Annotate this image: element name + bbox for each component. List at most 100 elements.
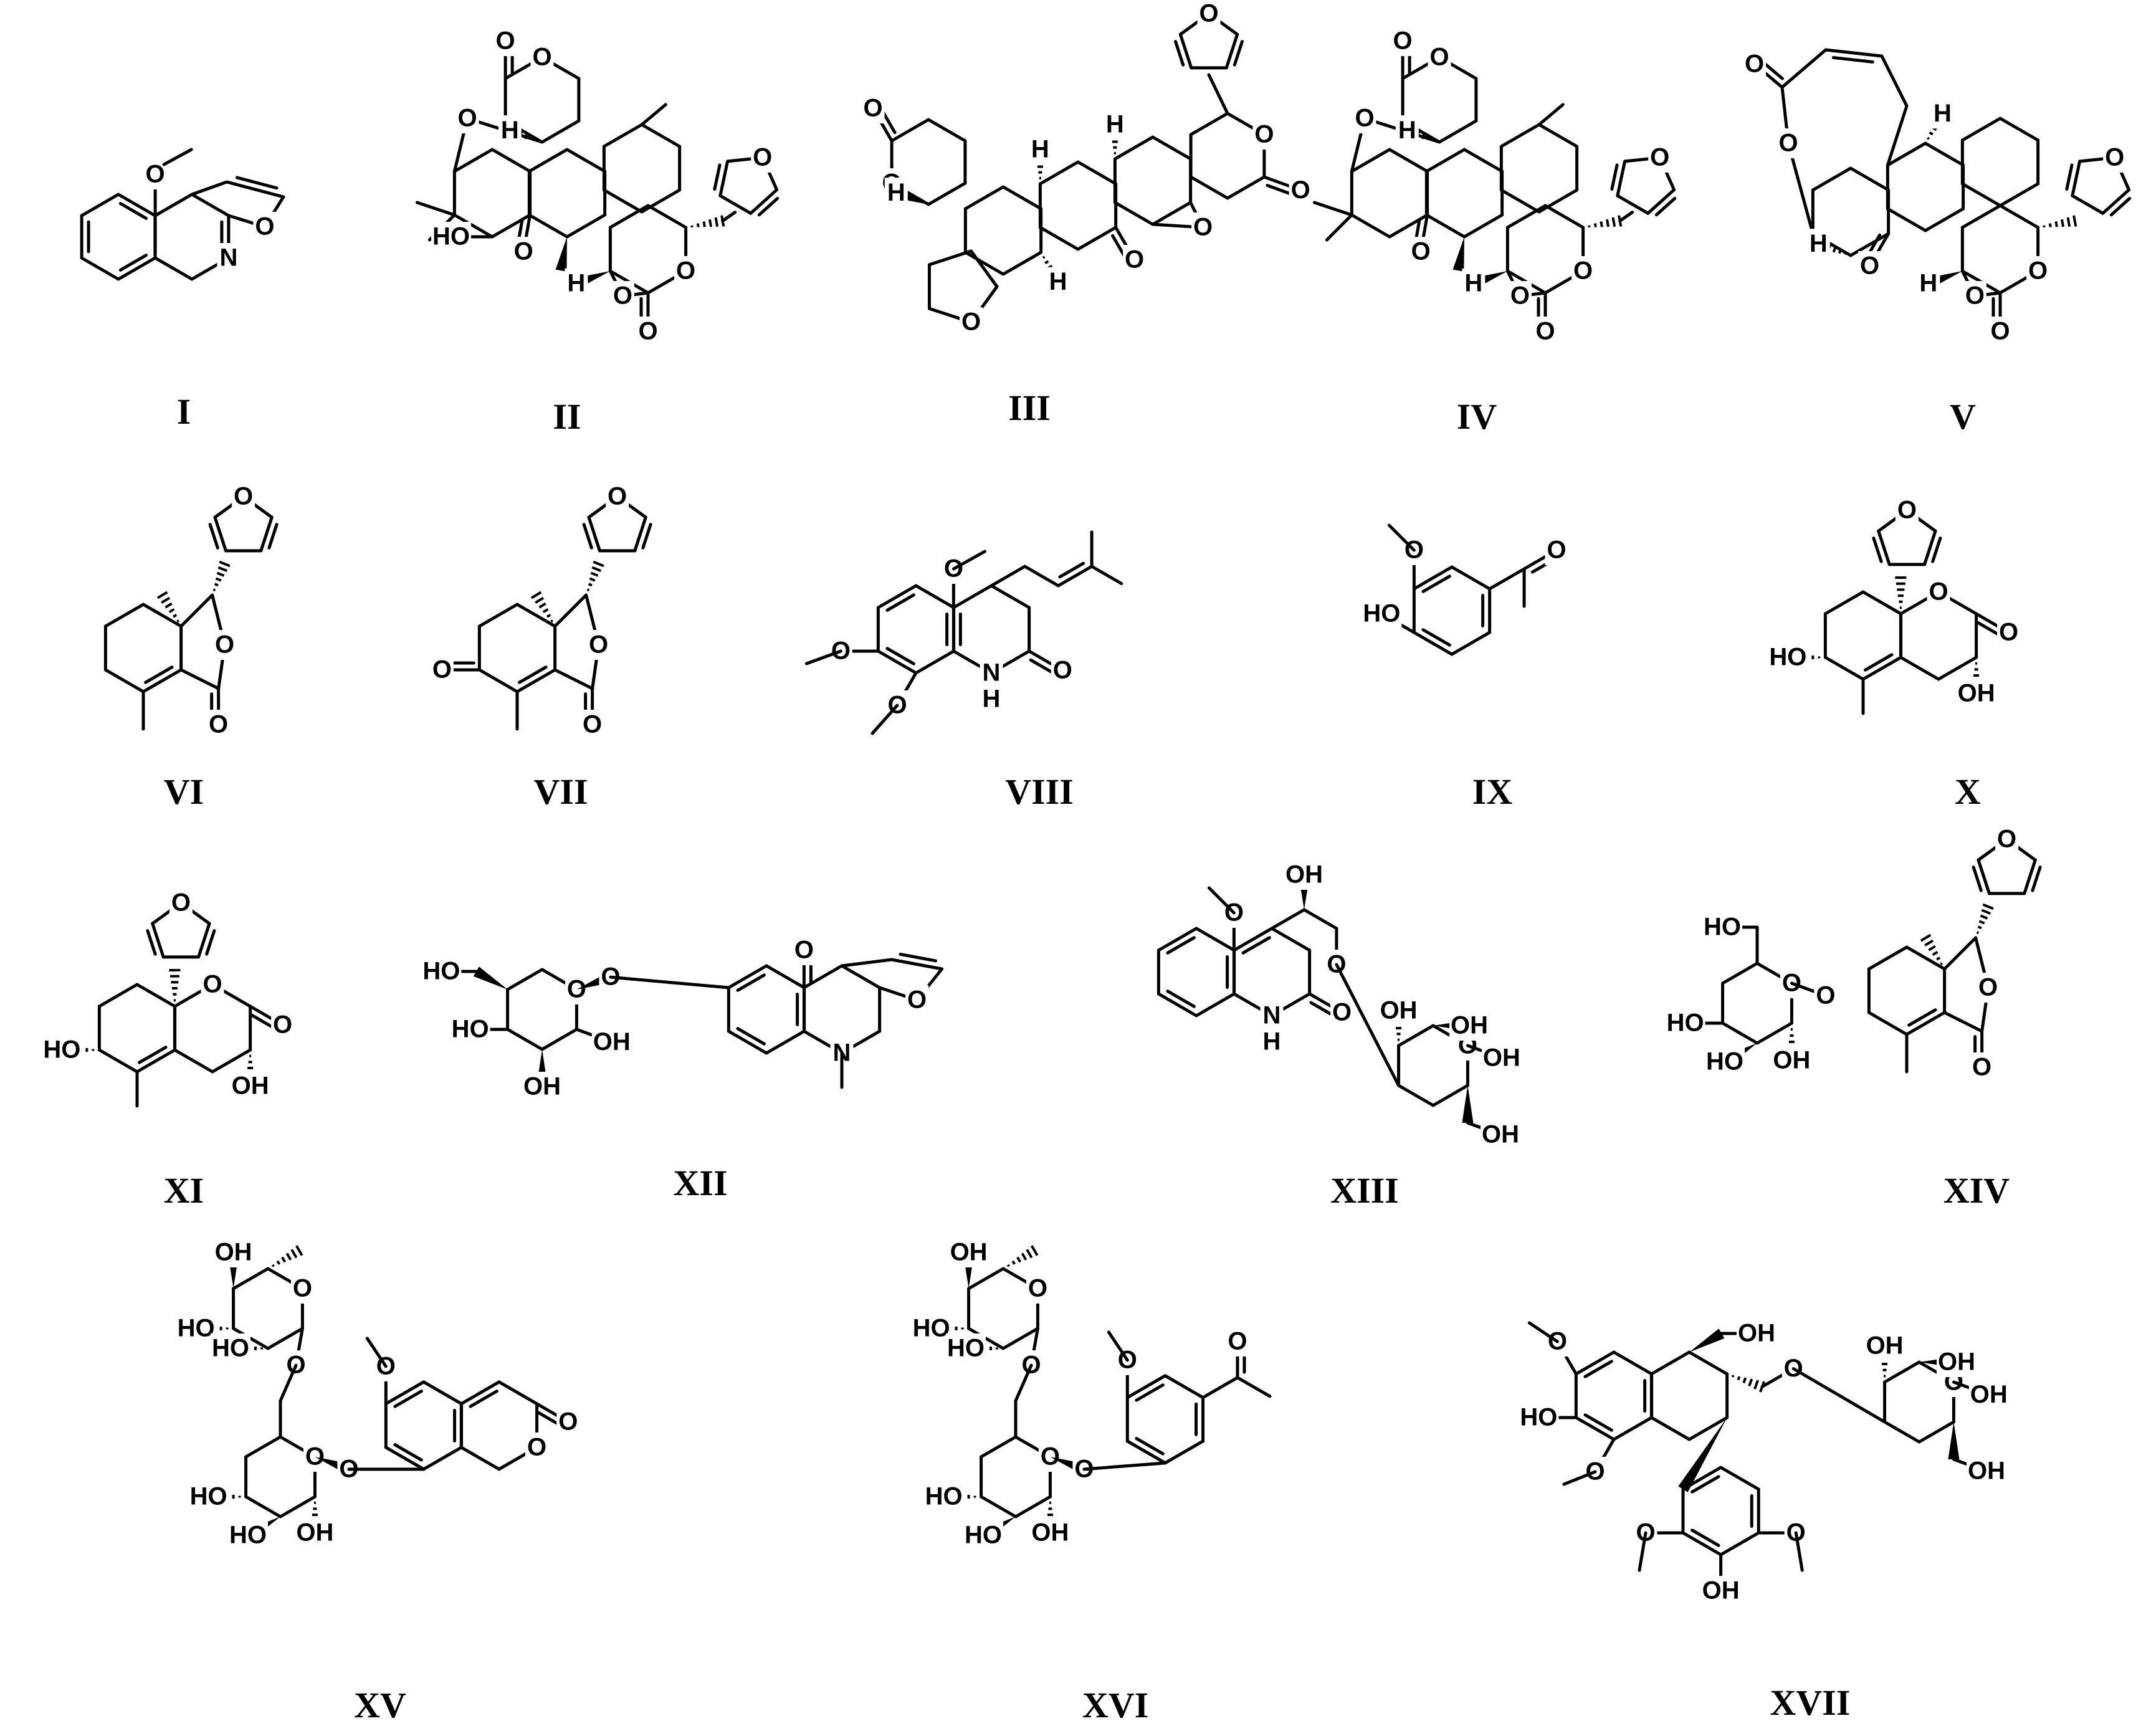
- hydroxyl-group: OH: [1702, 1577, 1740, 1605]
- hydroxyl-group: OH: [950, 1239, 988, 1266]
- hydroxyl-group: OH: [1285, 861, 1323, 889]
- glycosidic-oxygen: O: [1816, 981, 1835, 1009]
- carbonyl-oxygen: O: [583, 711, 602, 738]
- hydroxyl-group: HO: [432, 223, 470, 250]
- hydroxyl-group: HO: [925, 1483, 963, 1510]
- hydroxyl-group: OH: [296, 1519, 333, 1547]
- hydroxyl-group: OH: [1451, 1012, 1488, 1039]
- hydroxyl-group: HO: [1667, 1009, 1704, 1037]
- stereo-hydrogen: H: [1919, 269, 1937, 297]
- hydroxyl-group: OH: [1938, 1348, 1975, 1376]
- ketone-oxygen: O: [1411, 238, 1431, 265]
- hydroxyl-group: OH: [215, 1239, 252, 1266]
- epoxide-oxygen: O: [613, 282, 632, 310]
- carbonyl-oxygen: O: [1990, 318, 2010, 345]
- methoxy-oxygen: O: [146, 161, 165, 188]
- ketone-oxygen: O: [432, 656, 452, 684]
- compound-label-xii: XII: [673, 1163, 727, 1203]
- carbonyl-oxygen: O: [864, 95, 883, 122]
- furan-oxygen: O: [907, 986, 927, 1014]
- ketone-oxygen: O: [1125, 246, 1144, 274]
- compound-label-ii: II: [553, 396, 581, 437]
- furan-oxygen: O: [234, 483, 253, 510]
- stereo-hydrogen: H: [1106, 111, 1124, 138]
- lactone-oxygen: O: [2028, 257, 2048, 285]
- carbonyl-oxygen: O: [209, 711, 228, 738]
- carbonyl-oxygen: O: [1535, 318, 1555, 345]
- compound-label-vi: VI: [164, 771, 204, 812]
- compound-label-iii: III: [1008, 388, 1051, 428]
- sugar-ring-oxygen: O: [293, 1275, 312, 1302]
- hydroxyl-group: HO: [1363, 600, 1400, 627]
- hydroxyl-group: OH: [1970, 1381, 2008, 1408]
- atom-label-h: H: [1263, 1028, 1281, 1056]
- carbonyl-oxygen: O: [1393, 27, 1413, 55]
- carbonyl-oxygen: O: [273, 1011, 292, 1039]
- stereo-hydrogen: H: [1398, 117, 1416, 144]
- ring-nitrogen: N: [983, 659, 1001, 687]
- carbonyl-oxygen: O: [1332, 999, 1352, 1026]
- hydroxyl-group: HO: [212, 1335, 249, 1362]
- epoxide-oxygen: O: [1965, 282, 1985, 310]
- carbonyl-oxygen: O: [1228, 1327, 1247, 1355]
- ketone-oxygen: O: [1860, 252, 1879, 280]
- hydroxyl-group: HO: [1520, 1404, 1557, 1431]
- molecule-structures: ONOOOOOOOOHHOHOOOOOOOOHHOOOOOOOOOHHHHOOO…: [42, 0, 2132, 1606]
- compound-label-xvi: XVI: [1082, 1685, 1148, 1725]
- hydroxyl-group: HO: [190, 1483, 227, 1510]
- furan-oxygen: O: [1650, 144, 1669, 171]
- atom-label-h: H: [983, 685, 1001, 713]
- hydroxyl-group: OH: [1866, 1332, 1904, 1360]
- compound-label-xiv: XIV: [1943, 1170, 2010, 1211]
- lactone-oxygen: O: [1778, 130, 1798, 157]
- structure-xiv-aglycone: OOO: [1867, 824, 2042, 1082]
- sugar-ring-oxygen: O: [567, 976, 586, 1003]
- hydroxyl-group: HO: [1704, 913, 1741, 941]
- hydroxyl-group: OH: [1968, 1457, 2005, 1485]
- hydroxyl-group: OH: [1482, 1121, 1519, 1148]
- furan-oxygen: O: [1997, 826, 2016, 853]
- ring-nitrogen: N: [219, 244, 237, 272]
- ketone-oxygen: O: [794, 937, 814, 964]
- ether-oxygen: O: [1355, 105, 1374, 132]
- hydroxyl-group: HO: [1769, 644, 1806, 671]
- stereo-hydrogen: H: [501, 117, 519, 144]
- compound-label-xiii: XIII: [1330, 1170, 1399, 1211]
- furan-oxygen: O: [255, 213, 274, 241]
- lactone-oxygen: O: [1254, 121, 1274, 148]
- ketone-oxygen: O: [514, 238, 533, 265]
- carbonyl-oxygen: O: [558, 1408, 578, 1435]
- compound-label-xv: XV: [354, 1685, 406, 1725]
- hydroxyl-group: OH: [1773, 1047, 1810, 1074]
- epoxide-oxygen: O: [1510, 282, 1530, 310]
- hydroxyl-group: OH: [1031, 1519, 1069, 1547]
- stereo-hydrogen: H: [1031, 136, 1049, 163]
- carbonyl-oxygen: O: [1291, 176, 1310, 204]
- compound-label-iv: IV: [1457, 396, 1497, 437]
- sugar-ring-oxygen: O: [305, 1443, 325, 1471]
- hydroxyl-group: OH: [1483, 1044, 1520, 1071]
- ether-oxygen: O: [457, 105, 477, 132]
- stereo-hydrogen: H: [1049, 268, 1067, 295]
- hydroxyl-group: OH: [1738, 1320, 1775, 1347]
- epoxide-oxygen: O: [1193, 214, 1213, 241]
- lactone-oxygen: O: [215, 631, 234, 659]
- hydroxyl-group: HO: [422, 958, 460, 985]
- hydroxyl-group: OH: [232, 1072, 269, 1100]
- ring-nitrogen: N: [1263, 1002, 1281, 1029]
- hydroxyl-group: OH: [593, 1028, 631, 1056]
- structure-i: ONO: [80, 148, 285, 281]
- hydroxyl-group: HO: [913, 1315, 950, 1342]
- hydroxyl-group: OH: [523, 1073, 561, 1100]
- lactone-oxygen: O: [1573, 257, 1593, 285]
